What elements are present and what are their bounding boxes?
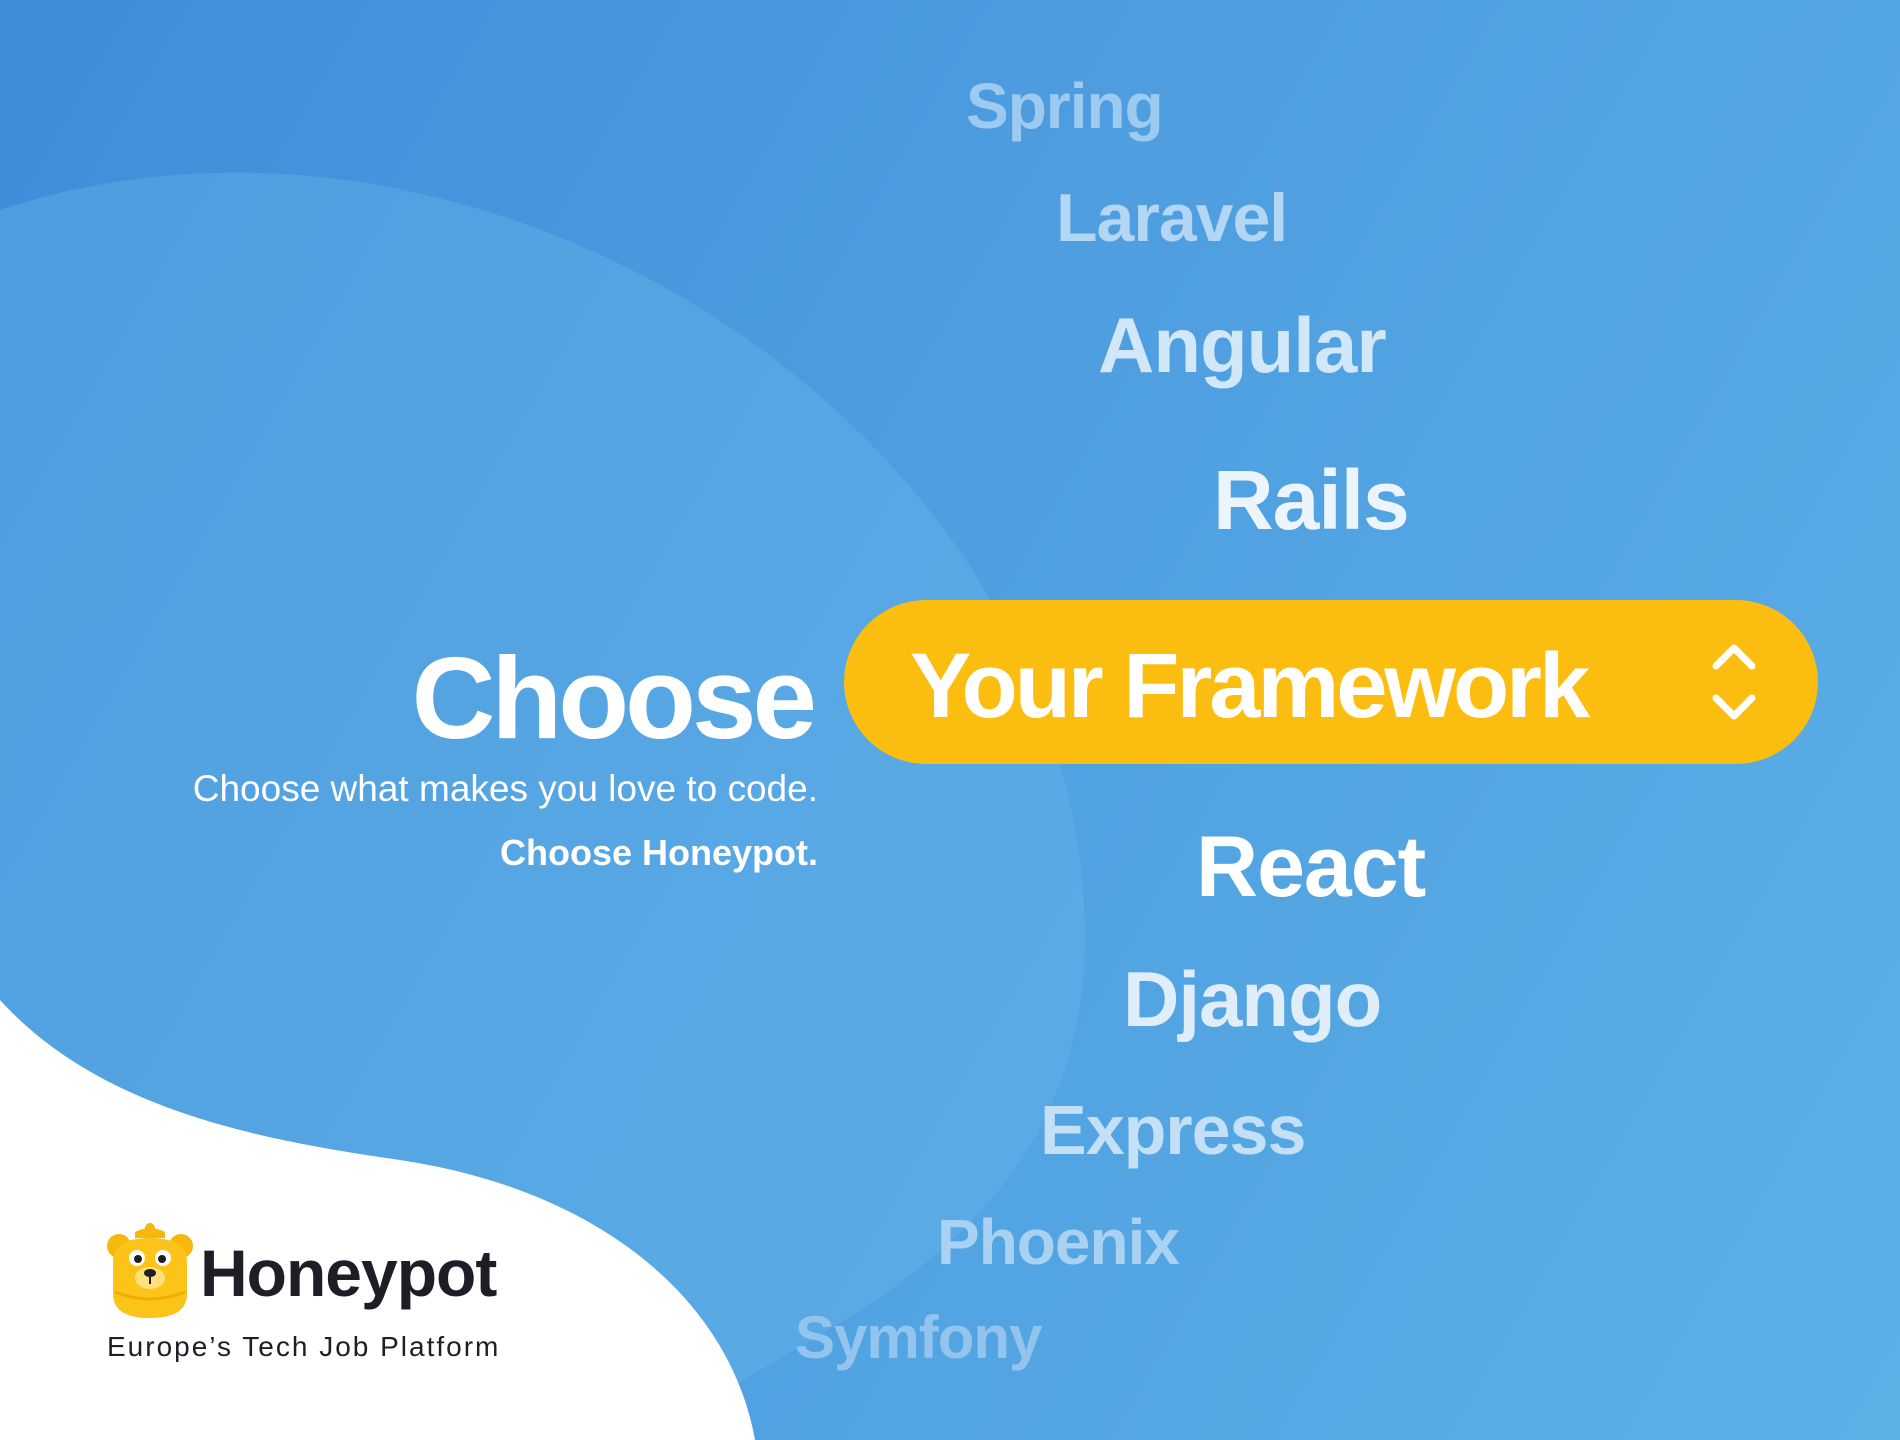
up-down-chevron-icon[interactable] — [1706, 638, 1762, 726]
brand-subtitle: Europe’s Tech Job Platform — [107, 1331, 501, 1362]
background-arc — [0, 172, 1085, 1440]
framework-option-symfony[interactable]: Symfony — [795, 1304, 1042, 1371]
honeypot-bear-icon — [107, 1223, 193, 1318]
cta-text: Choose Honeypot. — [499, 832, 818, 873]
framework-option-express[interactable]: Express — [1040, 1091, 1306, 1169]
framework-option-django[interactable]: Django — [1123, 955, 1382, 1043]
tagline: Choose what makes you love to code. — [192, 768, 818, 809]
selected-framework-label: Your Framework — [910, 635, 1590, 737]
framework-selector[interactable]: Your Framework — [844, 600, 1818, 764]
framework-option-laravel[interactable]: Laravel — [1056, 180, 1288, 256]
brand-name: Honeypot — [200, 1236, 497, 1310]
headline-choose: Choose — [411, 633, 817, 763]
framework-option-spring[interactable]: Spring — [966, 70, 1164, 142]
framework-option-phoenix[interactable]: Phoenix — [937, 1206, 1180, 1278]
framework-option-angular[interactable]: Angular — [1098, 301, 1387, 389]
framework-option-rails[interactable]: Rails — [1213, 453, 1410, 547]
white-wave — [0, 1000, 755, 1440]
framework-option-react[interactable]: React — [1196, 819, 1426, 915]
